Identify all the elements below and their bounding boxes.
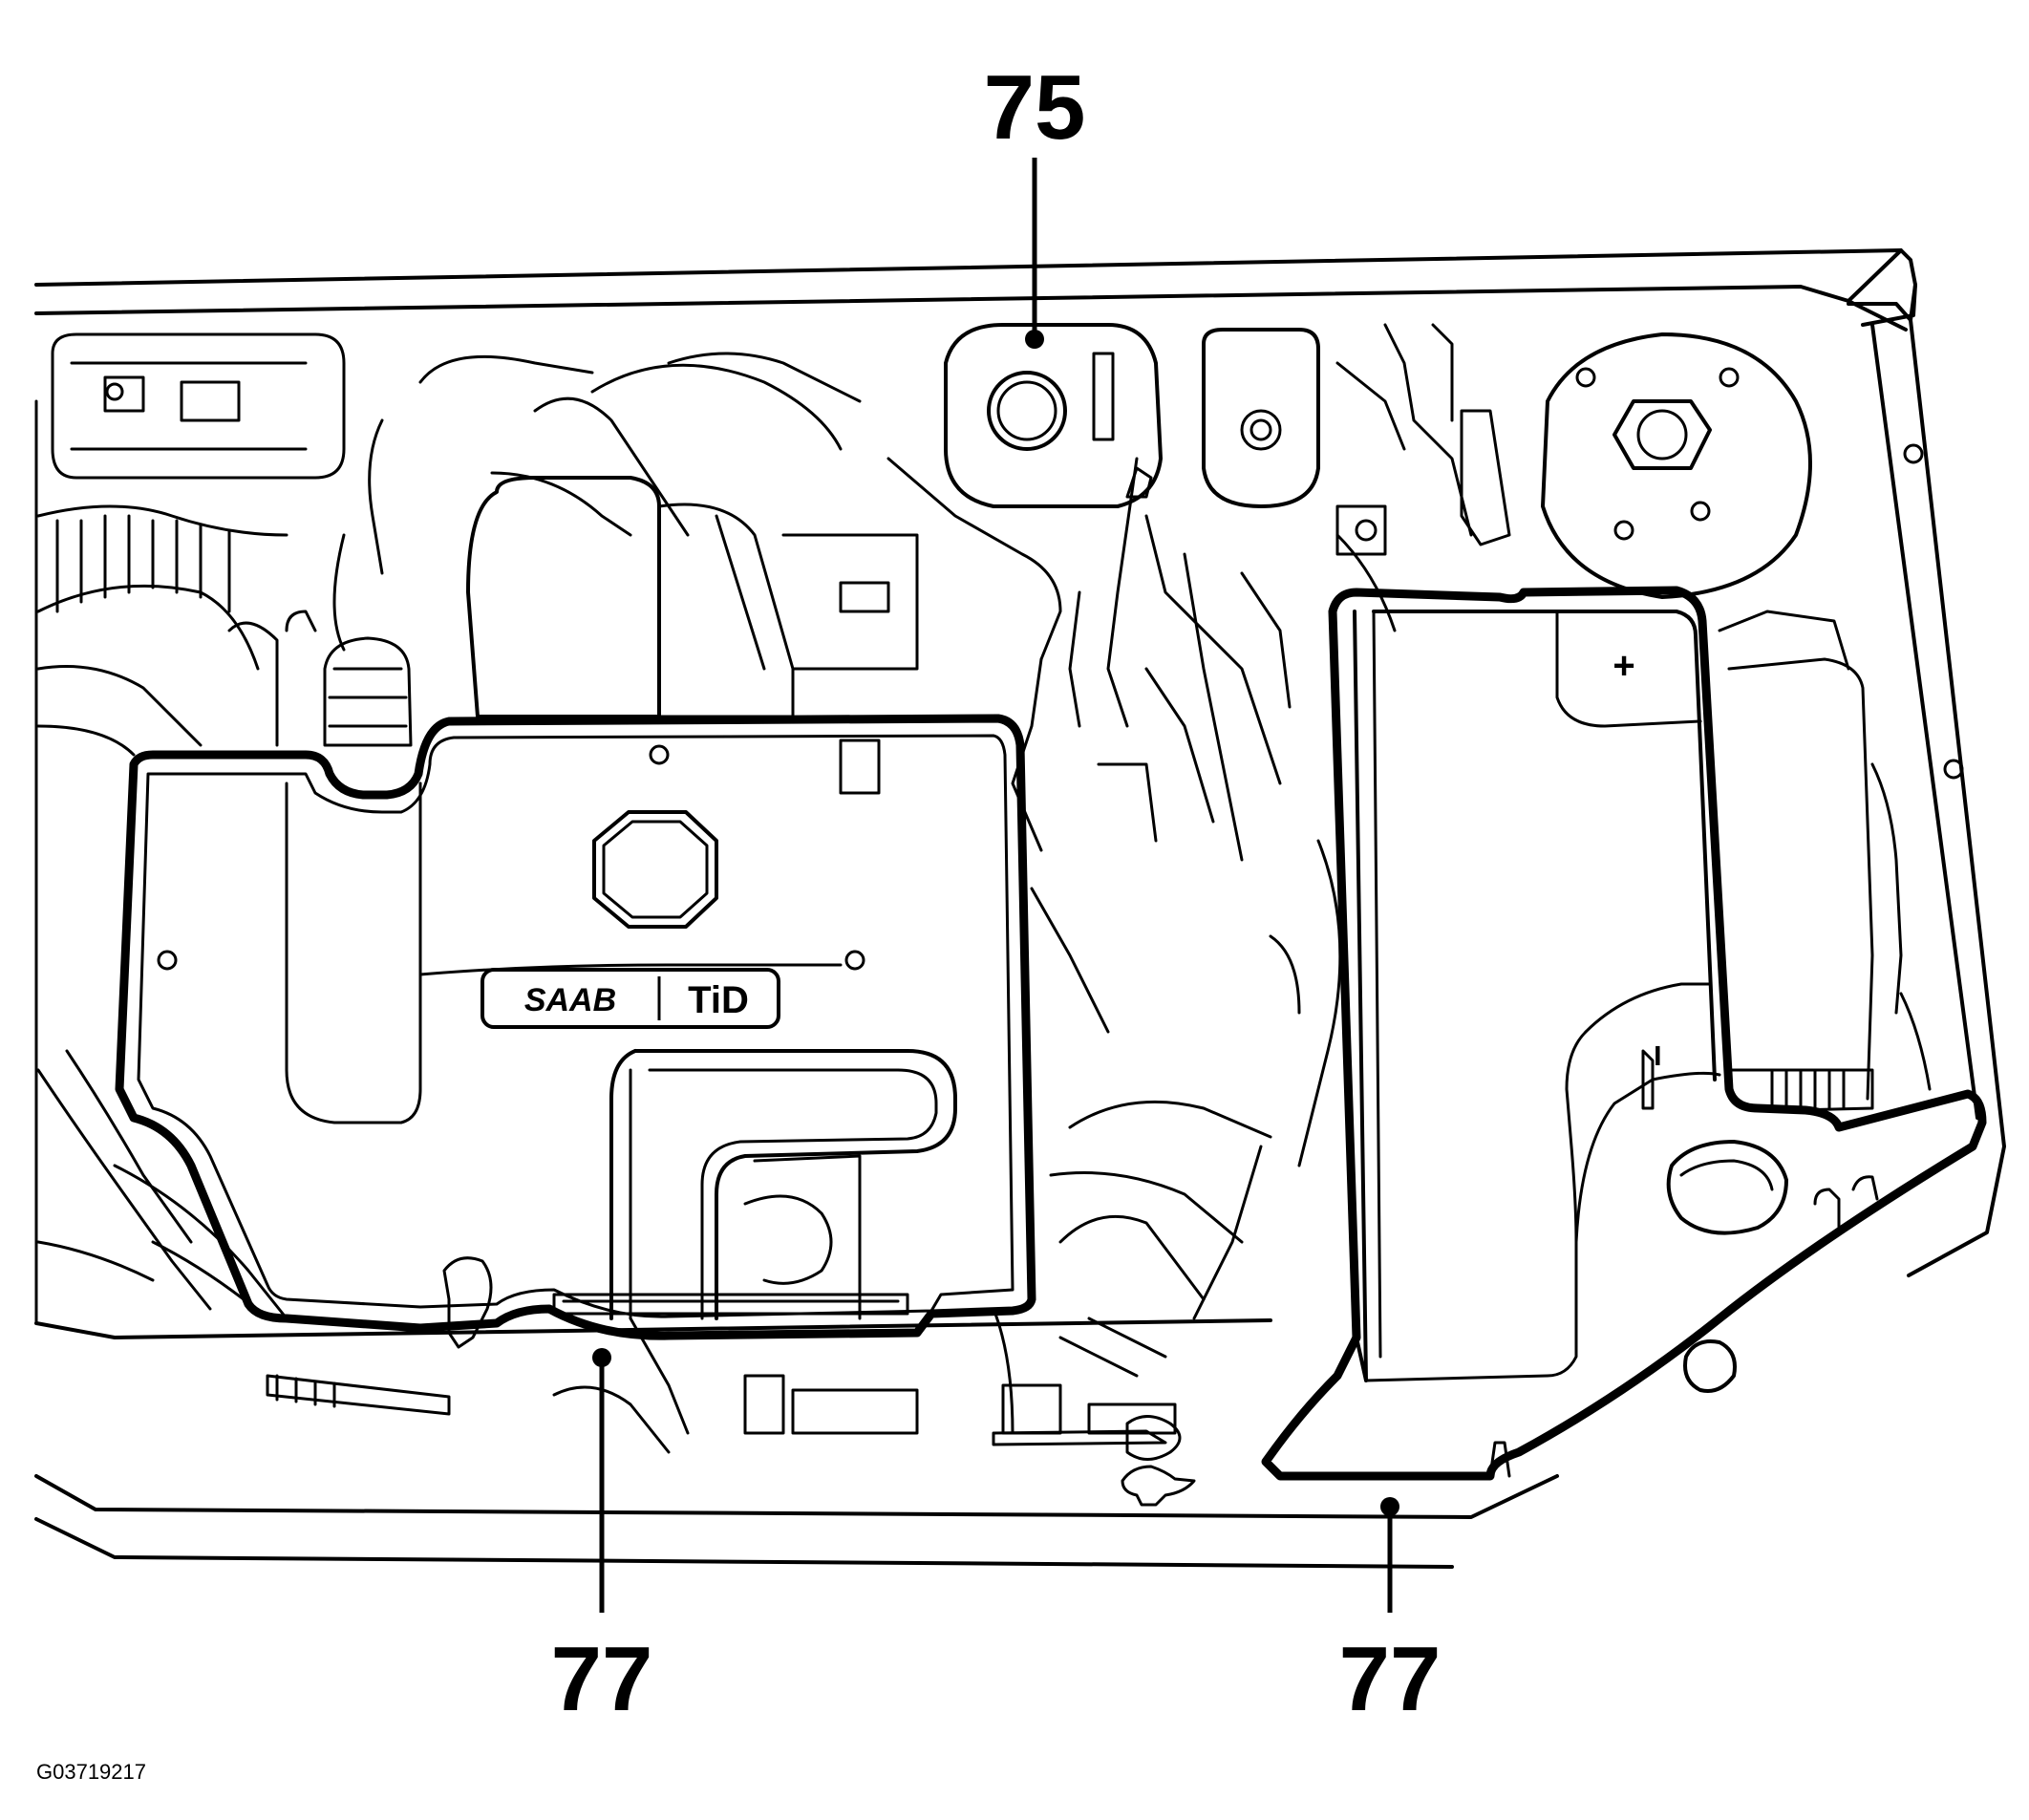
engine-cover-badge: SAAB TiD bbox=[481, 968, 780, 1029]
callout-75-label: 75 bbox=[984, 56, 1086, 159]
battery-negative-label: − bbox=[1636, 1044, 1678, 1066]
callout-77-engine-cover: 77 bbox=[551, 1348, 653, 1730]
oil-filler-hose bbox=[285, 610, 413, 747]
body-outline bbox=[34, 248, 2006, 1569]
figure-id: G03719217 bbox=[36, 1760, 146, 1784]
callout-77-engine-cover-label: 77 bbox=[551, 1628, 653, 1730]
air-filter-housing bbox=[466, 476, 919, 718]
badge-model-text: TiD bbox=[688, 979, 749, 1021]
callout-77-battery-cover-label: 77 bbox=[1339, 1628, 1442, 1730]
strut-tower bbox=[1541, 332, 1812, 599]
callout-77-battery-cover: 77 bbox=[1339, 1497, 1442, 1730]
brake-components bbox=[1202, 323, 1511, 632]
engine-cover bbox=[115, 714, 1036, 1349]
battery-cover: + − bbox=[1261, 586, 1987, 1481]
battery-positive-label: + bbox=[1613, 645, 1634, 687]
coolant-expansion-tank bbox=[944, 323, 1163, 508]
badge-brand-text: SAAB bbox=[524, 982, 616, 1018]
center-hoses-wiring bbox=[332, 352, 1342, 1461]
front-crossmember-details bbox=[992, 1429, 1196, 1507]
air-intake-hoses bbox=[36, 332, 451, 1416]
callout-75-point bbox=[1025, 330, 1044, 349]
callout-75: 75 bbox=[984, 56, 1086, 349]
